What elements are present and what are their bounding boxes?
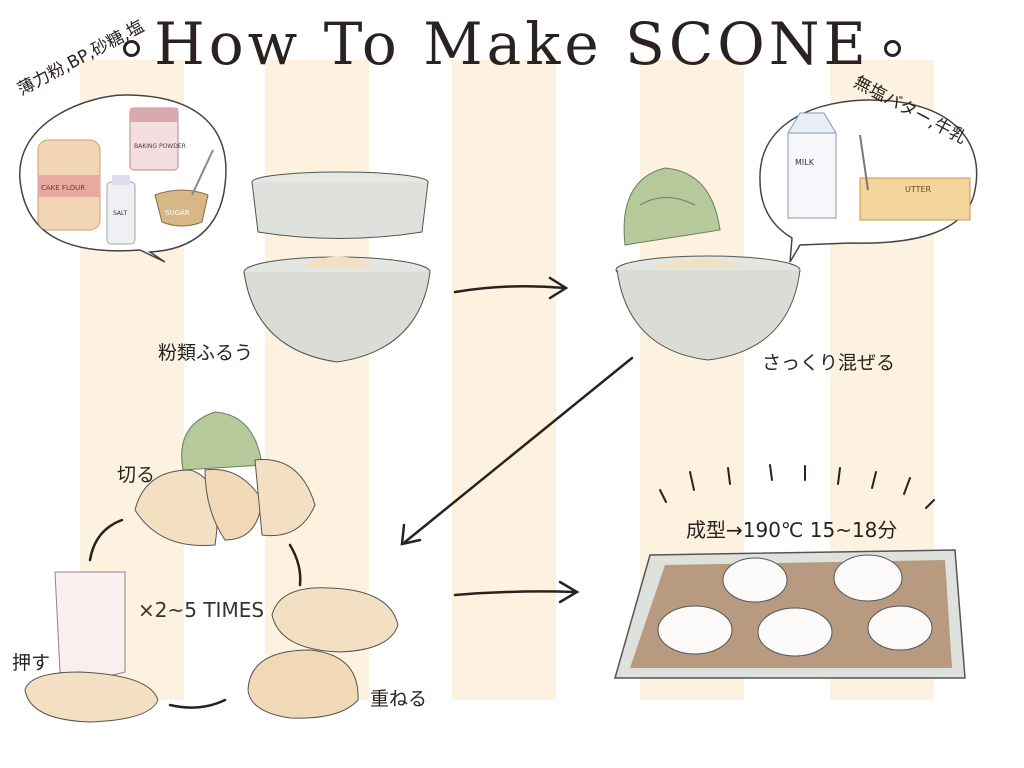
baking-powder-icon: BAKING POWDER (129, 107, 186, 171)
scone-icon (657, 605, 733, 655)
arrow-head-icon (558, 580, 580, 604)
arrow-head-icon (400, 523, 422, 546)
page-title: How To Make SCONE (0, 10, 1024, 78)
cut-step-label: 切る (117, 464, 156, 486)
milk-carton-icon: MILK (787, 112, 837, 219)
sugar-bowl-icon: SUGAR (154, 149, 214, 227)
scone-icon (833, 554, 903, 602)
title-bullet-icon (883, 40, 901, 58)
butter-icon: UTTER (859, 134, 971, 221)
svg-text:CAKE FLOUR: CAKE FLOUR (41, 184, 85, 192)
svg-text:BAKING POWDER: BAKING POWDER (134, 143, 186, 150)
svg-text:SALT: SALT (113, 210, 128, 217)
arrow-up-icon (88, 518, 124, 562)
scone-icon (757, 607, 833, 657)
mixing-bowl-icon (615, 255, 801, 361)
sieve-icon (251, 171, 429, 239)
arrow-left-icon (168, 698, 227, 709)
sift-step-label: 粉類ふるう (158, 342, 254, 364)
svg-text:MILK: MILK (795, 158, 815, 167)
arrow-down-icon (288, 543, 302, 587)
mix-step-label: さっくり混ぜる (762, 352, 896, 374)
svg-text:SUGAR: SUGAR (165, 209, 190, 217)
arrow-down-left-icon (403, 356, 634, 544)
shape-bake-label: 成型→190℃ 15~18分 (686, 518, 898, 542)
scone-icon (867, 605, 933, 651)
flour-bag-icon: CAKE FLOUR (37, 139, 101, 231)
arrow-right-icon (453, 590, 577, 597)
flow-arrows (88, 276, 634, 709)
title-text: How To Make SCONE (154, 10, 870, 78)
stack-step-label: 重ねる (370, 688, 428, 710)
press-step-label: 押す (12, 652, 51, 674)
heat-lines-icon (659, 464, 935, 509)
scraper-icon (623, 167, 721, 246)
arrow-head-icon (548, 276, 569, 300)
repeat-label: ×2~5 TIMES (138, 598, 265, 622)
arrow-right-icon (453, 284, 567, 294)
dry-ingredients-bubble: CAKE FLOUR BAKING POWDER SALT SUGAR (19, 94, 227, 263)
baking-tray-icon (614, 549, 966, 679)
salt-shaker-icon: SALT (106, 175, 136, 245)
press-hand-icon (24, 571, 159, 723)
mixing-bowl-icon (243, 256, 431, 363)
stacked-dough-icon (247, 587, 399, 719)
wet-ingredients-bubble: MILK UTTER (759, 99, 978, 263)
svg-text:UTTER: UTTER (905, 185, 932, 194)
cut-dough-icon (134, 411, 316, 547)
title-bullet-icon (123, 40, 141, 58)
scone-icon (722, 557, 788, 603)
